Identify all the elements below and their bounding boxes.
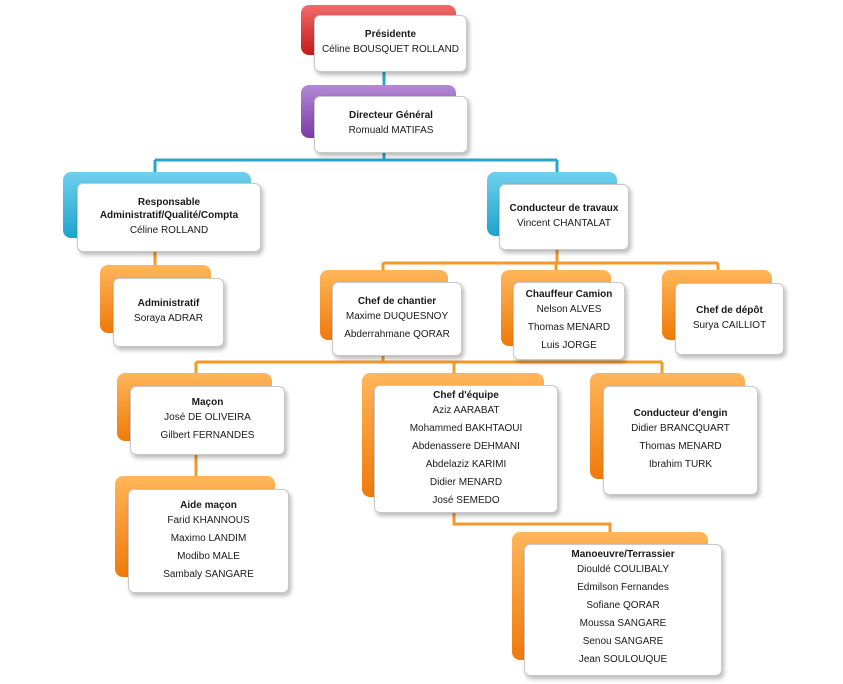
member-name: Thomas MENARD (527, 321, 611, 333)
node-title: Maçon (191, 397, 224, 408)
member-name: Didier BRANCQUART (631, 423, 730, 434)
connector-chef-chantier-branches (194, 350, 664, 376)
node-title: Directeur Général (349, 110, 433, 121)
member-name: Mohammed BAKHTAOUI (409, 423, 523, 434)
node-presidente: Présidente Céline BOUSQUET ROLLAND (301, 5, 467, 72)
member-name: Thomas MENARD (639, 441, 722, 452)
member-name: Luis JORGE (541, 339, 597, 351)
node-conducteur-engin: Conducteur d'engin Didier BRANCQUART Tho… (590, 373, 758, 495)
node-chef-depot: Chef de dépôt Surya CAILLIOT (662, 270, 784, 355)
node-title: Conducteur d'engin (633, 408, 728, 419)
member-name: Abdelaziz KARIMI (425, 459, 507, 470)
node-conducteur-travaux: Conducteur de travaux Vincent CHANTALAT (487, 172, 629, 250)
member-name: Maximo LANDIM (170, 532, 247, 544)
member-name: Moussa SANGARE (579, 618, 667, 629)
member-name: José SEMEDO (432, 495, 500, 506)
node-title: Chef de dépôt (696, 304, 763, 316)
member-name: Vincent CHANTALAT (517, 217, 611, 229)
node-chauffeur-camion: Chauffeur Camion Nelson ALVES Thomas MEN… (501, 270, 625, 360)
node-chef-chantier: Chef de chantier Maxime DUQUESNOY Abderr… (320, 270, 462, 356)
node-aide-macon: Aide maçon Farid KHANNOUS Maximo LANDIM … (115, 476, 289, 593)
member-name: José DE OLIVEIRA (164, 412, 251, 423)
member-name: Sambaly SANGARE (163, 568, 254, 580)
node-title: Aide maçon (180, 499, 237, 511)
member-name: Gilbert FERNANDES (160, 430, 255, 441)
member-name: Soraya ADRAR (134, 313, 203, 324)
member-name: Edmilson Fernandes (577, 582, 669, 593)
member-name: Senou SANGARE (582, 636, 664, 647)
node-title: Responsable Administratif/Qualité/Compta (99, 196, 239, 221)
node-manoeuvre-terrassier: Manoeuvre/Terrassier Diouldé COULIBALY E… (512, 532, 722, 676)
member-name: Maxime DUQUESNOY (345, 310, 449, 322)
node-title: Présidente (364, 29, 417, 40)
node-title: Chef de chantier (357, 295, 437, 307)
node-chef-equipe: Chef d'équipe Aziz AARABAT Mohammed BAKH… (362, 373, 558, 513)
node-title: Conducteur de travaux (509, 202, 619, 214)
member-name: Modibo MALE (177, 550, 240, 562)
member-name: Diouldé COULIBALY (576, 564, 670, 575)
member-name: Farid KHANNOUS (167, 514, 250, 526)
member-name: Romuald MATIFAS (348, 125, 434, 136)
member-name: Didier MENARD (429, 477, 503, 488)
node-administratif: Administratif Soraya ADRAR (100, 265, 224, 347)
node-title: Manoeuvre/Terrassier (571, 549, 675, 560)
node-title: Chauffeur Camion (525, 288, 613, 300)
member-name: Nelson ALVES (536, 303, 602, 315)
member-name: Aziz AARABAT (432, 405, 500, 416)
node-title: Chef d'équipe (433, 390, 499, 401)
member-name: Sofiane QORAR (586, 600, 660, 611)
connector-equipe-manoeuvre (452, 510, 612, 534)
member-name: Surya CAILLIOT (692, 319, 767, 331)
member-name: Jean SOULOUQUE (578, 654, 668, 665)
member-name: Abderrahmane QORAR (344, 328, 450, 340)
node-macon: Maçon José DE OLIVEIRA Gilbert FERNANDES (117, 373, 285, 455)
member-name: Ibrahim TURK (648, 459, 713, 470)
member-name: Céline BOUSQUET ROLLAND (321, 44, 460, 55)
node-responsable-administratif: Responsable Administratif/Qualité/Compta… (63, 172, 261, 252)
node-directeur-general: Directeur Général Romuald MATIFAS (301, 85, 468, 153)
member-name: Abdenassere DEHMANI (412, 441, 520, 452)
node-title: Administratif (137, 298, 200, 309)
member-name: Céline ROLLAND (129, 224, 209, 236)
connector-conducteur-branches (381, 248, 720, 273)
